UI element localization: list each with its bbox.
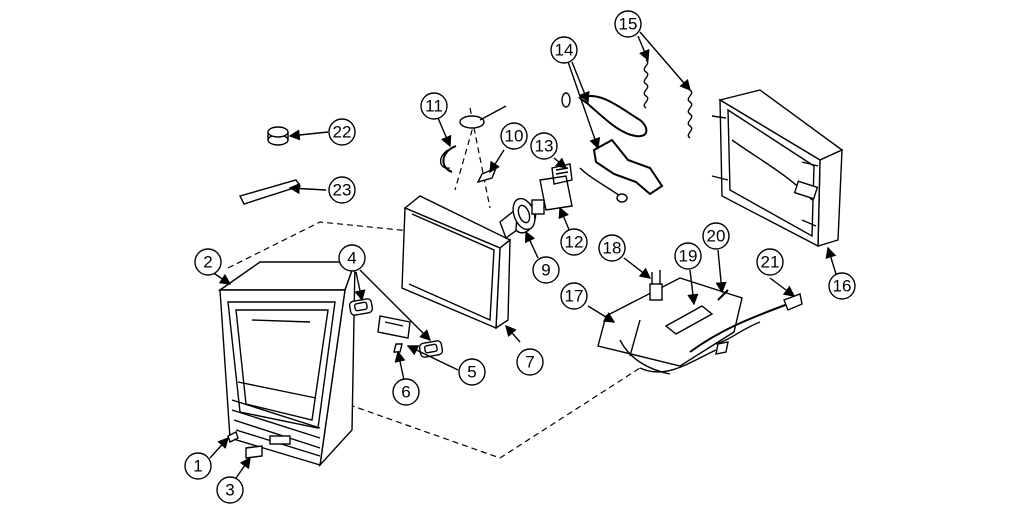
callout-label: 2 [203,253,212,272]
callout-label: 6 [401,383,410,402]
flyback-part [649,270,663,301]
chip-part [476,166,498,184]
callout-23: 23 [328,176,356,204]
callout-label: 22 [333,123,352,142]
front-panel-slot [269,435,291,445]
callout-19: 19 [674,242,702,270]
bracket-left [348,298,374,316]
callout-label: 19 [679,247,698,266]
callout-20: 20 [702,222,730,250]
callout-label: 10 [505,127,524,146]
anode-cap [459,105,507,129]
callout-10: 10 [500,122,528,150]
callout-1: 1 [184,452,212,480]
cabinet-front [217,261,356,468]
callout-9: 9 [532,256,560,284]
callout-17: 17 [560,282,588,310]
callout-label: 17 [565,287,584,306]
callout-label: 1 [193,457,202,476]
callout-label: 20 [707,227,726,246]
callout-13: 13 [530,132,558,160]
callout-label: 21 [761,253,780,272]
circuit-board [539,163,573,211]
spring-part-b [687,89,693,139]
assembly-guide-lines [227,107,641,459]
callout-label: 23 [333,181,352,200]
main-chassis [597,277,743,375]
callout-7: 7 [516,348,544,376]
bar-part [238,179,302,205]
callout-label: 11 [425,97,443,116]
callout-14: 14 [550,36,578,64]
callout-21: 21 [756,248,784,276]
callout-label: 14 [555,41,574,60]
callout-18: 18 [598,234,626,262]
callout-5: 5 [458,358,486,386]
callout-label: 5 [467,363,476,382]
callout-label: 16 [833,277,852,296]
callout-12: 12 [560,228,588,256]
bracket-right [418,340,444,358]
spring-part-a [643,59,649,109]
callout-15: 15 [614,10,642,38]
callout-label: 7 [525,353,534,372]
callout-16: 16 [828,272,856,300]
callout-label: 12 [565,233,584,252]
leader-lines [209,31,837,479]
wire-harness [561,92,664,203]
callouts: 1 2 3 4 5 6 7 9 10 11 12 13 14 15 16 17 … [184,10,856,504]
callout-label: 18 [603,239,622,258]
callout-label: 9 [541,261,550,280]
control-board [664,305,714,335]
power-cord [639,293,803,373]
callout-3: 3 [216,476,244,504]
door-part [245,445,263,459]
callout-label: 13 [535,137,554,156]
callout-label: 3 [225,481,234,500]
callout-2: 2 [194,248,222,276]
clip-part [440,145,457,173]
callout-11: 11 [420,92,448,120]
yoke-part [512,197,545,231]
badge-part [377,315,411,353]
callout-label: 15 [619,15,638,34]
back-cover [711,89,844,248]
button-part [227,431,239,443]
callout-4: 4 [338,244,366,272]
knob-part [267,126,289,146]
callout-22: 22 [328,118,356,146]
callout-6: 6 [392,378,420,406]
callout-label: 4 [347,249,356,268]
